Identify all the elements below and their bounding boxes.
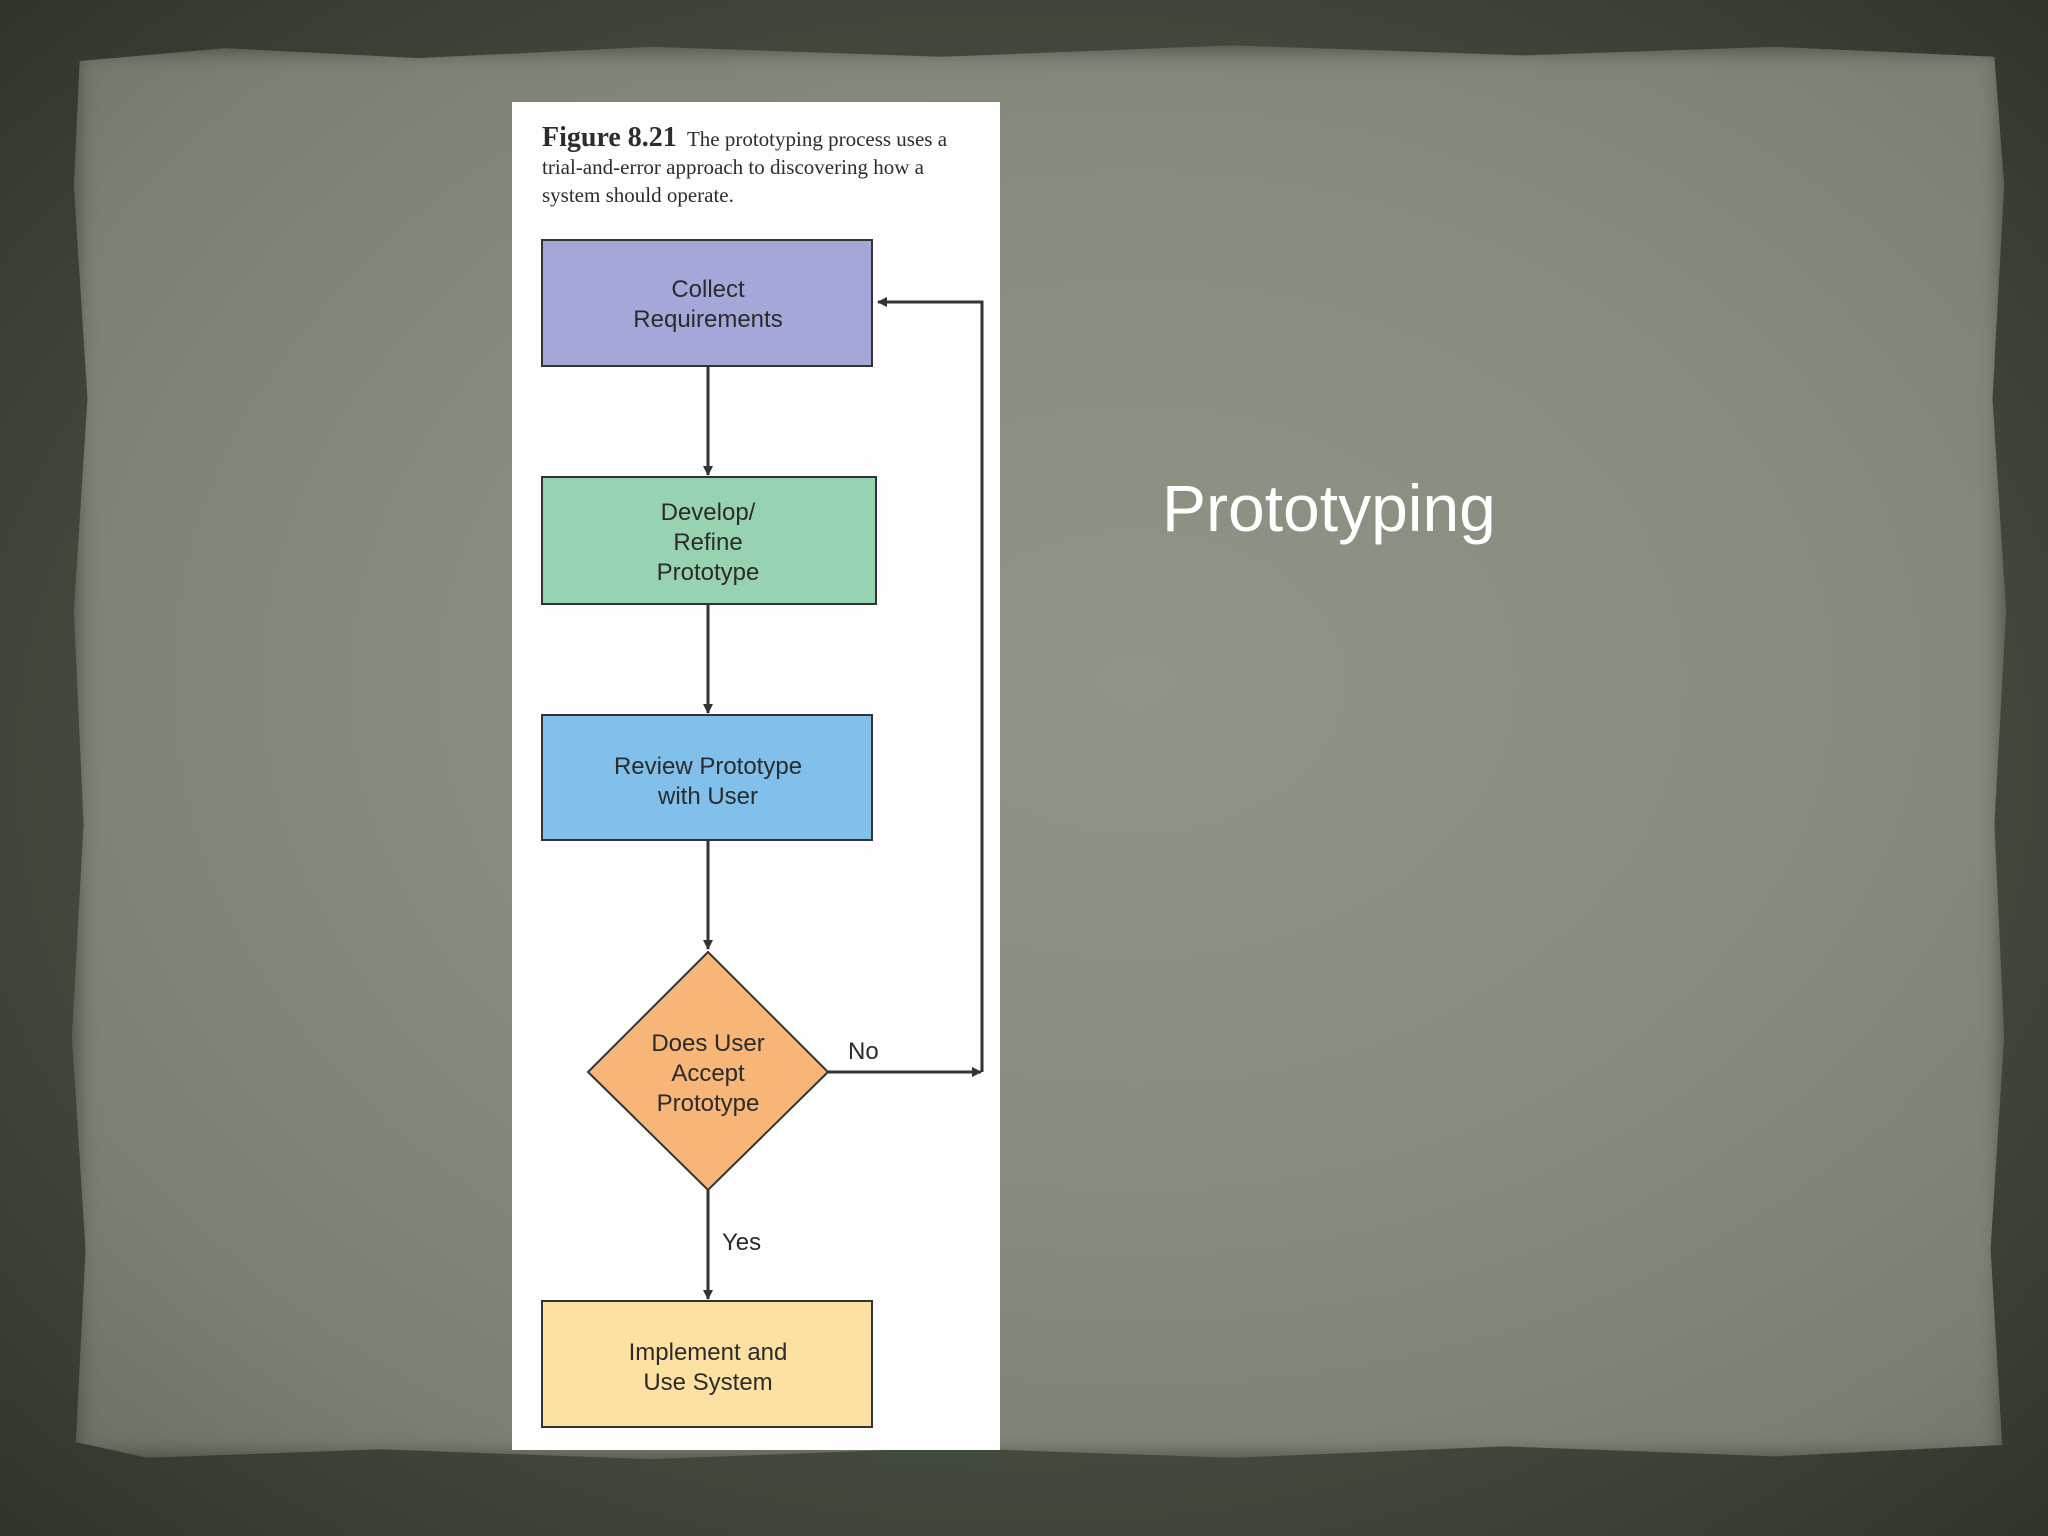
node-collect-line-1: Collect [671, 276, 745, 303]
node-review-line-1: Review Prototype [614, 753, 802, 780]
edge-label-no: No [848, 1038, 879, 1065]
node-review-line-2: with User [657, 783, 758, 810]
figure-panel: Figure 8.21 The prototyping process uses… [512, 102, 1000, 1450]
flowchart-edges [703, 297, 984, 1300]
node-review-box [541, 714, 873, 841]
flowchart: Collect Requirements Develop/ Refine Pro… [541, 239, 984, 1428]
node-implement: Implement and Use System [541, 1300, 873, 1428]
edge-label-yes: Yes [722, 1229, 761, 1256]
node-collect-line-2: Requirements [633, 306, 782, 333]
node-implement-box [541, 1300, 873, 1428]
node-decision: Does User Accept Prototype [586, 950, 830, 1192]
node-collect: Collect Requirements [541, 239, 873, 367]
slide-title: Prototyping [1162, 471, 1496, 545]
figure-label: Figure 8.21 [542, 122, 677, 153]
node-develop-box [541, 476, 877, 605]
node-decision-line-1: Does User [651, 1030, 764, 1057]
node-decision-line-3: Prototype [657, 1090, 760, 1117]
node-decision-diamond [586, 950, 830, 1192]
node-implement-line-2: Use System [643, 1369, 772, 1396]
node-decision-line-2: Accept [671, 1060, 745, 1087]
node-develop-line-1: Develop/ [661, 499, 756, 526]
node-review: Review Prototype with User [541, 714, 873, 841]
paper-texture-panel [71, 45, 2007, 1460]
edge-feedback-loop [877, 297, 984, 1072]
node-develop-line-2: Refine [673, 529, 742, 556]
node-implement-line-1: Implement and [629, 1339, 788, 1366]
figure-caption-text: The prototyping process uses a trial-and… [542, 127, 948, 207]
node-develop: Develop/ Refine Prototype [541, 476, 877, 605]
node-collect-box [541, 239, 873, 367]
node-develop-line-3: Prototype [657, 559, 760, 586]
figure-caption: Figure 8.21 The prototyping process uses… [542, 124, 982, 209]
